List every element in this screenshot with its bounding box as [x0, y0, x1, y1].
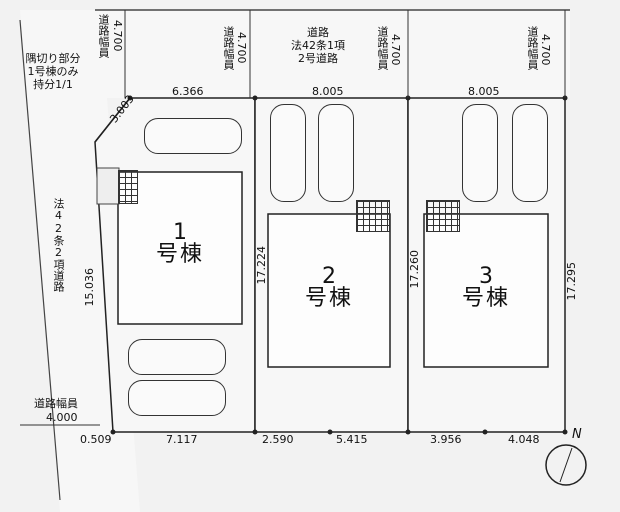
car-lot3-a: [462, 104, 498, 202]
left-road-edge: [19, 19, 61, 501]
left-road-width-label: 道路幅員: [34, 397, 78, 410]
dim-bottom-2: 7.117: [166, 433, 198, 446]
road-width-lines: [20, 10, 566, 426]
car-lot3-b: [512, 104, 548, 202]
left-road-width-value: 4.000: [46, 411, 78, 424]
road-width-value-1: 4.700: [111, 20, 124, 52]
porch-grid-2: [356, 200, 390, 232]
corner-note-line-1: 隅切り部分: [25, 52, 81, 65]
building-3-number: 3: [479, 264, 493, 289]
building-3-footprint: [423, 213, 549, 368]
building-2-name: 号棟: [304, 286, 353, 311]
compass: [545, 444, 587, 486]
dim-top-3: 8.005: [468, 85, 500, 98]
road-title-line-3: 2号道路: [298, 52, 338, 65]
dim-bottom-4: 5.415: [336, 433, 368, 446]
compass-label: N: [572, 427, 582, 442]
building-1-label: 1 号棟: [140, 222, 220, 266]
corner-note: 隅切り部分 1号棟のみ 持分1/1: [8, 52, 98, 91]
road-width-value-2: 4.700: [235, 32, 248, 64]
dim-bottom-1: 0.509: [80, 433, 112, 446]
car-lot2-b: [318, 104, 354, 202]
building-2-number: 2: [322, 264, 336, 289]
corner-note-line-2: 1号棟のみ: [27, 65, 79, 78]
dim-bottom-3: 2.590: [262, 433, 294, 446]
building-1-name: 号棟: [155, 242, 204, 267]
building-2-footprint: [267, 213, 391, 368]
building-1-number: 1: [173, 220, 187, 245]
car-lot1-top: [144, 118, 242, 154]
porch-grid-1: [118, 170, 138, 204]
left-road-title: 法42条2項道路: [52, 198, 65, 292]
building-1-porch: [96, 167, 120, 205]
road-width-label-2: 道路幅員: [222, 26, 235, 70]
dim-lot1-depth: 17.224: [255, 246, 268, 285]
road-width-label-4: 道路幅員: [526, 26, 539, 70]
car-lot1-bottom-b: [128, 380, 226, 416]
building-3-label: 3 号棟: [446, 266, 526, 310]
road-title: 道路 法42条1項 2号道路: [278, 26, 358, 65]
road-width-label-3: 道路幅員: [376, 26, 389, 70]
building-1-footprint: [117, 171, 243, 325]
top-road-area: [100, 10, 570, 98]
dim-top-2: 8.005: [312, 85, 344, 98]
dim-lot2-depth: 17.260: [408, 250, 421, 289]
corner-cut-line: [94, 97, 131, 143]
porch-grid-3: [426, 200, 460, 232]
car-lot2-a: [270, 104, 306, 202]
road-width-label-1: 道路幅員: [97, 14, 110, 58]
car-lot1-bottom-a: [128, 339, 226, 375]
road-title-line-2: 法42条1項: [291, 39, 345, 52]
dim-lot3-depth: 17.295: [565, 262, 578, 301]
dimension-points: [110, 95, 568, 435]
dim-top-1: 6.366: [172, 85, 204, 98]
dim-bottom-5: 3.956: [430, 433, 462, 446]
building-3-name: 号棟: [461, 286, 510, 311]
building-2-label: 2 号棟: [289, 266, 369, 310]
dim-bottom-6: 4.048: [508, 433, 540, 446]
road-width-value-4: 4.700: [539, 34, 552, 66]
road-title-line-1: 道路: [307, 26, 329, 39]
road-width-value-3: 4.700: [389, 34, 402, 66]
dim-left-depth: 15.036: [83, 268, 96, 307]
corner-note-line-3: 持分1/1: [33, 78, 73, 91]
